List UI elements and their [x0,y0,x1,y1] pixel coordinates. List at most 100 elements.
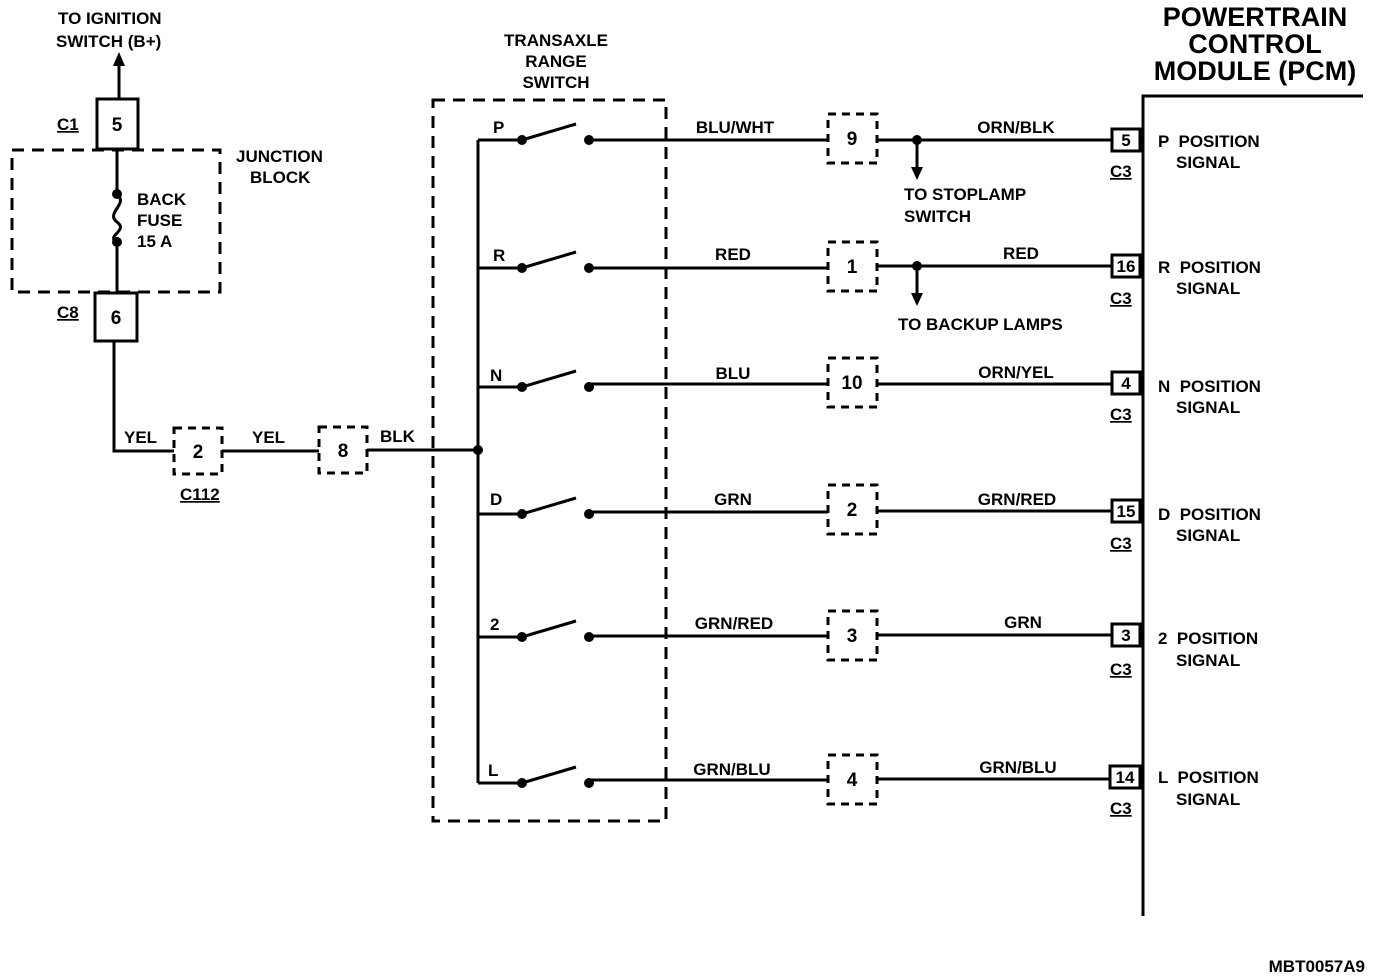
inline-connector-8-pin: 8 [338,441,349,462]
junction-block-label-line-2: BLOCK [250,168,311,187]
wire-right-label-r: RED [1003,244,1039,263]
junction-connector-c8 [93,291,139,343]
wire-right-label-p: ORN/BLK [977,118,1055,137]
pcm-pin-2: 3 [1121,626,1130,645]
pcm-pin-box-p [1110,127,1142,153]
wire-right-label-n: ORN/YEL [978,363,1054,382]
circuit-r: R RED 1 RED 16 C3 R POSITION SIGNAL TO B… [478,240,1261,334]
feed-wire-blk-label: BLK [380,427,416,446]
pcm-connector-2: C3 [1110,660,1132,679]
junction-connector-c1-pin: 5 [112,115,123,136]
switch-position-label-d: D [490,490,502,509]
switch-position-label-l: L [488,761,498,780]
signal-label-line-2-d: SIGNAL [1176,526,1240,545]
figure-code: MBT0057A9 [1269,957,1365,976]
signal-label-line-2-2: SIGNAL [1176,651,1240,670]
switch-label-line-2: RANGE [525,52,586,71]
pcm-pin-d: 15 [1117,502,1136,521]
branch-label-line-2-p: SWITCH [904,207,971,226]
junction-connector-c8-pin: 6 [111,308,122,329]
wire-right-label-2: GRN [1004,613,1042,632]
inline-connector-c112-pin: 2 [193,442,204,463]
signal-label-line-1-2: 2 POSITION [1158,629,1258,648]
branch-label-line-1-p: TO STOPLAMP [904,185,1026,204]
pcm-label-line-1: POWERTRAIN [1163,2,1348,32]
pcm-pin-l: 14 [1116,768,1135,787]
wire-right-label-l: GRN/BLU [979,758,1056,777]
pcm-label-line-3: MODULE (PCM) [1154,56,1356,86]
pcm-pin-p: 5 [1121,131,1130,150]
pcm-connector-p: C3 [1110,162,1132,181]
wire-left-label-l: GRN/BLU [693,760,770,779]
switch-blade-l [521,765,577,785]
signal-label-line-2-l: SIGNAL [1176,790,1240,809]
circuit-d: D GRN 2 GRN/RED 15 C3 D POSITION SIGNAL [478,483,1261,553]
fuse-label-line-1: BACK [137,190,187,209]
inline-connector-pin-2: 3 [847,626,858,647]
signal-label-line-1-d: D POSITION [1158,505,1261,524]
pcm-connector-d: C3 [1110,534,1132,553]
inline-connector-p [826,112,879,165]
circuit-p: P BLU/WHT 9 ORN/BLK 5 C3 P POSITION SIGN… [478,112,1260,226]
switch-label-line-1: TRANSAXLE [504,31,608,50]
inline-connector-pin-d: 2 [847,500,858,521]
signal-label-line-1-l: L POSITION [1158,768,1259,787]
switch-blade-r [521,250,577,270]
pcm-connector-r: C3 [1110,289,1132,308]
fuse-icon [112,192,122,244]
pcm-pin-box-r [1110,253,1142,279]
branch-label-line-1-r: TO BACKUP LAMPS [898,315,1063,334]
circuit-n: N BLU 10 ORN/YEL 4 C3 N POSITION SIGNAL [478,356,1261,424]
junction-connector-c1-id: C1 [57,115,79,134]
pcm-pin-box-l [1108,764,1142,790]
inline-connector-pin-n: 10 [841,373,862,394]
inline-connector-pin-l: 4 [847,770,858,791]
junction-connector-c8-id: C8 [57,303,79,322]
ignition-label-line-1: TO IGNITION [58,9,162,28]
inline-connector-c112-id: C112 [180,485,220,504]
switch-common-junction [473,445,483,455]
wire-left-label-d: GRN [714,490,752,509]
wire-left-label-r: RED [715,245,751,264]
signal-label-line-1-n: N POSITION [1158,377,1261,396]
fuse-label-line-3: 15 A [137,232,172,251]
switch-position-label-n: N [490,366,502,385]
inline-connector-pin-p: 9 [847,129,858,150]
switch-blade-p [521,122,577,142]
signal-label-line-1-r: R POSITION [1158,258,1261,277]
wire-right-label-d: GRN/RED [978,490,1056,509]
pcm-label-line-2: CONTROL [1188,29,1321,59]
junction-block-label-line-1: JUNCTION [236,147,323,166]
signal-label-line-2-p: SIGNAL [1176,153,1240,172]
switch-position-label-p: P [493,118,504,137]
branch-arrow-icon-r [911,293,923,306]
pcm-connector-n: C3 [1110,405,1132,424]
switch-blade-n [521,369,577,389]
switch-position-label-2: 2 [490,615,499,634]
ignition-label-line-2: SWITCH (B+) [56,32,161,51]
signal-label-line-2-n: SIGNAL [1176,398,1240,417]
switch-position-label-r: R [493,246,505,265]
wire-left-label-p: BLU/WHT [696,118,775,137]
pcm-connector-l: C3 [1110,799,1132,818]
pcm-pin-box-d [1110,498,1142,524]
wire-left-label-n: BLU [716,364,751,383]
switch-label-line-3: SWITCH [522,73,589,92]
circuit-2: 2 GRN/RED 3 GRN 3 C3 2 POSITION SIGNAL [478,609,1258,679]
pcm-pin-box-2 [1110,622,1142,648]
transaxle-range-switch-box [431,98,668,823]
pcm-pin-box-n [1110,370,1142,396]
inline-connector-pin-r: 1 [847,257,858,278]
pcm-pin-r: 16 [1117,257,1136,276]
feed-wire-yel-2-label: YEL [252,428,285,447]
wire-left-label-2: GRN/RED [695,614,773,633]
signal-label-line-1-p: P POSITION [1158,132,1260,151]
feed-wire-yel-1 [112,341,174,453]
circuit-l: L GRN/BLU 4 GRN/BLU 14 C3 L POSITION SIG… [478,753,1259,818]
pcm-module-boundary [1141,94,1363,916]
ignition-arrow-icon [113,52,125,66]
fuse-label-line-2: FUSE [137,211,182,230]
switch-blade-2 [521,619,577,639]
pcm-pin-n: 4 [1121,374,1131,393]
signal-label-line-2-r: SIGNAL [1176,279,1240,298]
